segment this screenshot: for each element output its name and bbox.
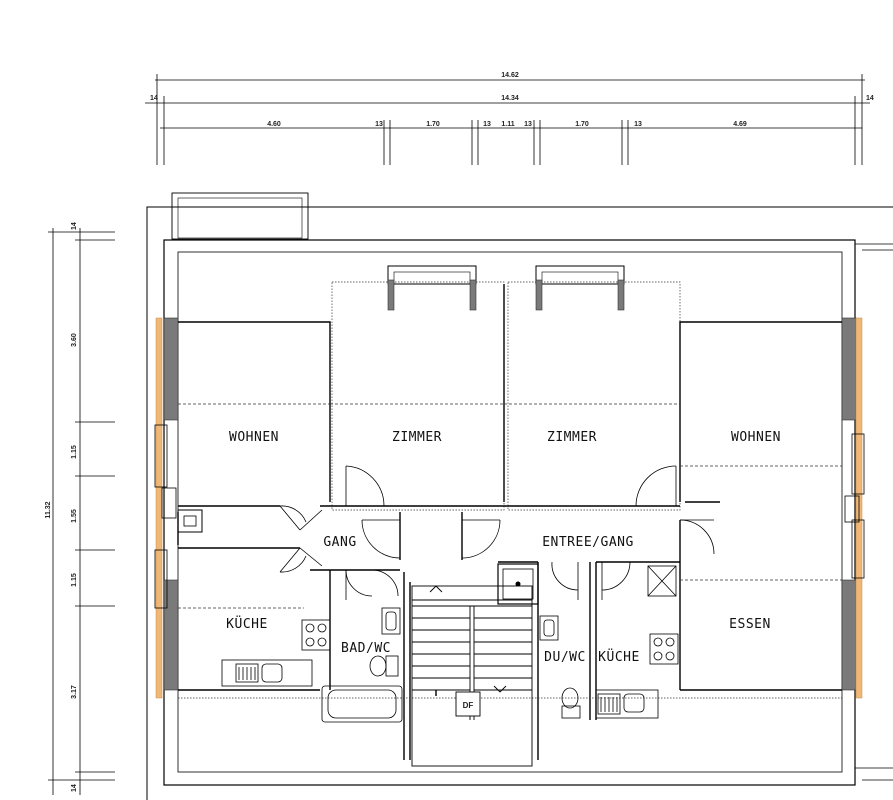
dim-seg-5: 1.11 [501,121,514,128]
room-wohnen-left: WOHNEN [229,430,279,445]
dim-top-overall: 14.62 [501,72,519,79]
dim-seg-2: 13 [375,121,383,128]
staircase [411,585,533,767]
dim-side-overall: 11.32 [45,501,52,518]
top-dimension-chain: 14.62 14 14.34 14 4.60 13 1.70 13 1.11 1… [145,72,874,165]
kitchen-right-fixtures [595,633,679,719]
dim-side-top: 14 [71,222,78,230]
dim-side-4: 1.15 [71,573,78,587]
dim-top-left-end: 14 [150,95,158,102]
chimney [177,509,203,533]
dim-side-5: 3.17 [71,685,78,699]
ceiling-lines [178,403,842,699]
doors [279,465,715,600]
dim-seg-8: 13 [634,121,642,128]
room-gang: GANG [323,535,356,550]
interior-walls [177,284,842,760]
dim-seg-9: 4.69 [733,121,747,128]
building-outline [146,192,893,800]
dim-top-right-end: 14 [866,95,874,102]
left-dimension-chain: 14 3.60 1.15 1.55 1.15 3.17 14 11.32 [45,222,115,795]
walls [155,279,863,699]
room-du-wc: DU/WC [544,650,586,665]
room-essen: ESSEN [729,617,771,632]
dormers [331,265,681,511]
dim-side-3: 1.55 [71,509,78,523]
room-zimmer-left: ZIMMER [392,430,442,445]
label-df: DF [463,701,474,710]
room-zimmer-right: ZIMMER [547,430,597,445]
dim-side-1: 3.60 [71,333,78,347]
dim-seg-6: 13 [524,121,532,128]
dim-top-inner: 14.34 [501,95,519,102]
room-kueche-right: KÜCHE [598,648,640,665]
dim-seg-1: 4.60 [267,121,281,128]
dim-side-bottom: 14 [71,784,78,792]
kitchen-left-fixtures [221,619,331,687]
room-bad-wc: BAD/WC [341,641,391,656]
side-windows [154,424,865,609]
dim-seg-4: 13 [483,121,491,128]
room-wohnen-right: WOHNEN [731,430,781,445]
room-kueche-left: KÜCHE [226,615,268,632]
dim-seg-3: 1.70 [426,121,440,128]
bathroom-fixtures [321,607,581,723]
dim-side-2: 1.15 [71,445,78,459]
room-entree-gang: ENTREE/GANG [542,535,634,550]
shower [497,563,539,605]
dim-seg-7: 1.70 [575,121,589,128]
storage-shaft [647,565,677,597]
